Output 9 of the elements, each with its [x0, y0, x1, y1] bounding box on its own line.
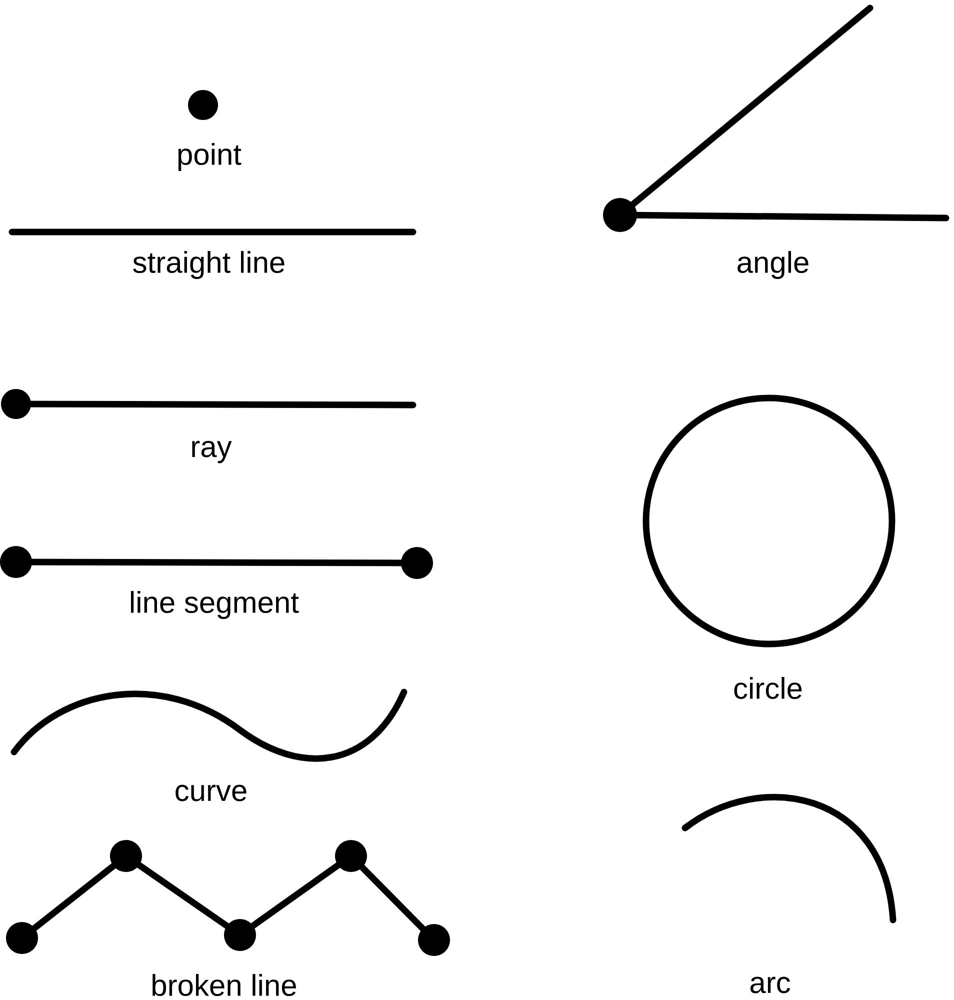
- figure-label: circle: [734, 677, 802, 700]
- figure-label: angle: [738, 251, 808, 279]
- figure-label: straight line: [133, 251, 284, 279]
- figure-label: curve: [176, 784, 246, 802]
- figure-label: point: [178, 143, 242, 171]
- figure-label: line segment: [130, 591, 299, 619]
- figure-label: arc: [750, 976, 790, 994]
- figure-label: ray: [192, 440, 232, 464]
- figure-label: broken line: [152, 974, 296, 996]
